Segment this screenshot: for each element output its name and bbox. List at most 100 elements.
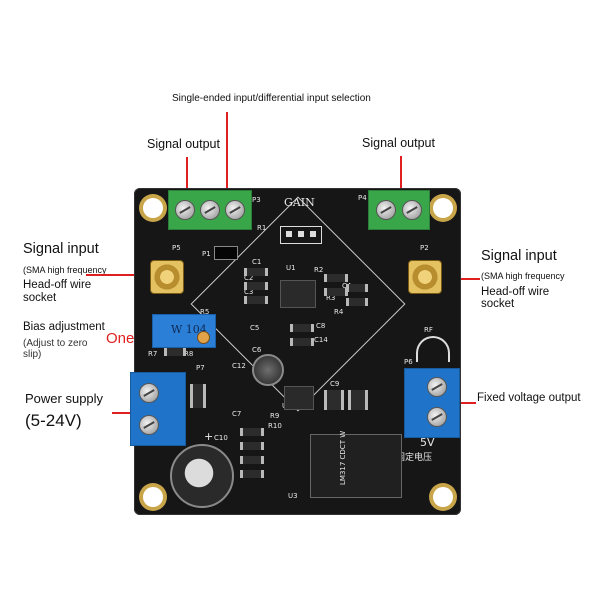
fixed-output-label: Fixed voltage output [477, 392, 581, 404]
mount-hole-tl [143, 198, 163, 218]
smd-part [290, 338, 314, 346]
signal-input-right-title: Signal input [481, 248, 557, 264]
smd-part [240, 470, 264, 478]
smd-part [324, 288, 348, 296]
signal-output-left-label: Signal output [147, 137, 220, 151]
smd-part [290, 324, 314, 332]
silk-c3: C3 [244, 288, 254, 296]
gain-header [280, 226, 322, 244]
silk-p1: P1 [202, 250, 211, 258]
power-supply-terminal [130, 372, 186, 446]
power-range: (5-24V) [25, 411, 82, 430]
silk-p4: P4 [358, 194, 367, 202]
silk-p7: P7 [196, 364, 205, 372]
smd-part [240, 456, 264, 464]
silk-gain: GAIN [284, 196, 315, 209]
lead-signal-input-left [86, 274, 156, 276]
capacitor-c12 [252, 354, 284, 386]
silk-p6: P6 [404, 358, 413, 366]
smd-part [164, 348, 186, 356]
silk-rf: RF [424, 326, 433, 334]
silk-c5: C5 [250, 324, 260, 332]
silk-c8: C8 [316, 322, 326, 330]
smd-part [324, 390, 344, 410]
silk-r4: R4 [334, 308, 344, 316]
smd-part [346, 284, 368, 292]
lead-signal-output-left [186, 157, 188, 197]
silk-c14: C14 [314, 336, 328, 344]
silk-r5: R5 [200, 308, 210, 316]
fixed-output-terminal [404, 368, 460, 438]
opamp-chip [280, 280, 316, 308]
sma-input-left [150, 260, 184, 294]
signal-input-left-title: Signal input [23, 241, 99, 257]
screw-icon [427, 407, 447, 427]
silk-r9: R9 [270, 412, 280, 420]
mount-hole-tr [433, 198, 453, 218]
silk-c10: C10 [214, 434, 228, 442]
silk-p3: P3 [252, 196, 261, 204]
capacitor-large [170, 444, 234, 508]
mount-hole-br [433, 487, 453, 507]
regulator-marking: LM317 CDCT W [339, 430, 347, 485]
silk-c7: C7 [232, 410, 242, 418]
signal-input-left-line3: socket [23, 292, 57, 304]
lead-signal-output-right [400, 156, 402, 196]
pot-adjust-screw-icon [197, 331, 210, 344]
screw-icon [225, 200, 245, 220]
signal-output-right-label: Signal output [362, 136, 435, 150]
silk-r1: R1 [257, 224, 267, 232]
silk-fixed-cn: 固定电压 [396, 453, 433, 463]
silk-r10: R10 [268, 422, 282, 430]
bias-line2: slip) [23, 349, 42, 360]
silk-r7: R7 [148, 350, 158, 358]
signal-output-terminal-left [168, 190, 252, 230]
power-title: Power supply [25, 391, 104, 406]
signal-input-right-line3: socket [481, 298, 515, 310]
screw-icon [376, 200, 396, 220]
signal-output-terminal-right [368, 190, 430, 230]
silk-u3: U3 [288, 492, 298, 500]
chip-u2 [284, 386, 314, 410]
bias-title: Bias adjustment [23, 321, 105, 333]
signal-input-left-line1: (SMA high frequency [23, 265, 107, 275]
silk-r8: R8 [184, 350, 194, 358]
mount-hole-bl [143, 487, 163, 507]
silk-plus: + [204, 430, 214, 443]
voltage-regulator: LM317 CDCT W [310, 430, 402, 498]
rf-icon [416, 336, 450, 362]
smd-part [244, 268, 268, 276]
silk-5v: 5V [420, 436, 435, 449]
smd-part [346, 298, 368, 306]
smd-part [244, 282, 268, 290]
lead-mode-selection [226, 112, 228, 252]
silk-r3: R3 [326, 294, 336, 302]
sma-input-right [408, 260, 442, 294]
signal-input-right-line2: Head-off wire [481, 286, 550, 298]
silk-c1: C1 [252, 258, 262, 266]
screw-icon [402, 200, 422, 220]
signal-input-left-line2: Head-off wire [23, 279, 92, 291]
silk-c9: C9 [330, 380, 340, 388]
one-label: One [106, 330, 135, 347]
silk-c2: C2 [244, 274, 254, 282]
bias-potentiometer[interactable]: W 104 [152, 314, 216, 348]
silk-p5: P5 [172, 244, 181, 252]
screw-icon [200, 200, 220, 220]
smd-part [240, 428, 264, 436]
screw-icon [139, 415, 159, 435]
silk-c12: C12 [232, 362, 246, 370]
signal-input-right-line1: (SMA high frequency [481, 271, 565, 281]
silk-p2: P2 [420, 244, 429, 252]
smd-part [240, 442, 264, 450]
smd-part [244, 296, 268, 304]
mode-jumper [214, 246, 238, 260]
bias-line1: (Adjust to zero [23, 338, 88, 349]
screw-icon [427, 377, 447, 397]
smd-part [324, 274, 348, 282]
screw-icon [175, 200, 195, 220]
silk-c6: C6 [252, 346, 262, 354]
silk-u1: U1 [286, 264, 296, 272]
silk-r2: R2 [314, 266, 324, 274]
smd-part [190, 384, 206, 408]
